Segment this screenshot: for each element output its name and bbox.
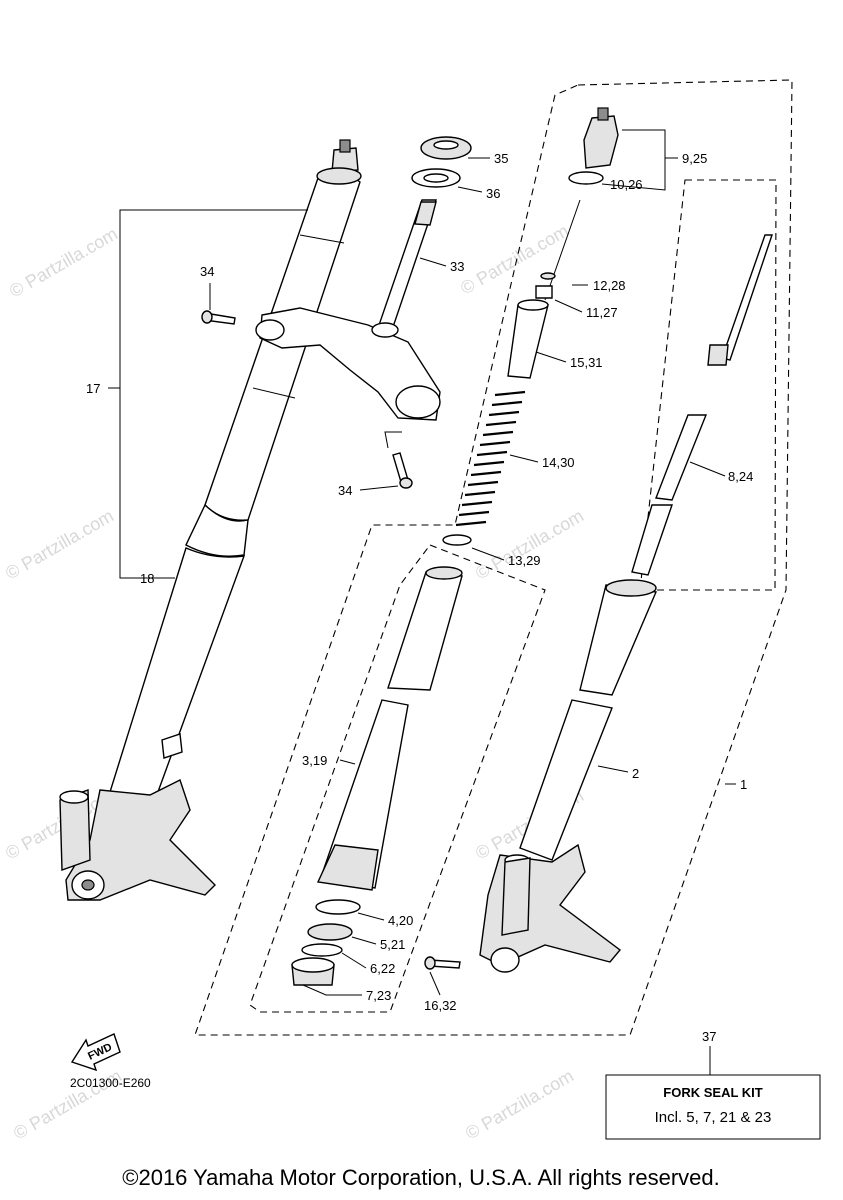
seal-5 [307,923,353,941]
clip-6 [301,943,343,957]
label-35: 35 [494,151,508,166]
washer-13 [442,534,472,546]
outline-damper-rod-group [639,179,777,591]
stem-threads [414,201,437,226]
outer-tube-lower [185,503,249,557]
label-34-upper: 34 [200,264,214,279]
label-4-20: 4,20 [388,913,413,928]
caliper-mount-top [59,790,89,804]
leader-lines [108,129,736,1075]
label-8-24: 8,24 [728,469,753,484]
inner-tube-upper-3 [387,571,463,691]
label-34-lower: 34 [338,483,352,498]
dust-seal-7-top [291,957,335,973]
outer-tube-2-mouth [605,579,657,597]
damper-rod-8 [721,234,773,361]
spring-14 [455,390,526,527]
watermark: © Partzilla.com [462,1065,577,1143]
fwd-arrow: FWD [70,1033,121,1072]
clamp-boss-left [255,319,285,341]
exploded-internals [291,107,773,986]
fork-seal-kit-box: FORK SEAL KIT Incl. 5, 7, 21 & 23 [605,1074,821,1140]
label-5-21: 5,21 [380,937,405,952]
label-9-25: 9,25 [682,151,707,166]
axle-bracket [65,779,216,901]
spacer-15 [507,304,549,379]
cap-bolt-9 [583,115,619,169]
washer-12 [540,272,556,280]
axle-boss-right [490,947,520,973]
stem-base-ring [371,322,399,338]
lower-clamp [259,307,441,421]
cap-bolt-9-top [597,107,609,121]
label-1: 1 [740,777,747,792]
rod-axis-line [544,199,581,301]
bearing-race [433,140,459,150]
label-16-32: 16,32 [424,998,457,1013]
damper-rod-collar [707,344,729,366]
lug-right [161,733,183,759]
adjuster-knob [339,139,351,153]
inner-tube-lower-3 [319,699,409,889]
steering-stem-assembly [201,136,472,489]
watermark: © Partzilla.com [472,505,587,583]
watermark: © Partzilla.com [457,220,572,298]
outer-tube-2-upper [579,584,658,696]
outline-inner-tube-group [249,544,546,1013]
damper-lower [631,504,673,576]
label-15-31: 15,31 [570,355,603,370]
label-11-27: 11,27 [586,305,618,320]
label-13-29: 13,29 [508,553,541,568]
kit-frame [605,1074,821,1140]
kit-title: FORK SEAL KIT [663,1085,762,1100]
bolt-34-lower-head [399,477,413,489]
outline-assembly-1 [194,79,793,1036]
label-3-19: 3,19 [302,753,327,768]
fwd-arrow-icon [70,1033,121,1072]
label-14-30: 14,30 [542,455,575,470]
label-2: 2 [632,766,639,781]
label-33: 33 [450,259,464,274]
tube-top-ring [316,167,362,185]
kit-contents: Incl. 5, 7, 21 & 23 [655,1109,772,1126]
inner-tube-mouth [425,566,463,580]
label-17: 17 [86,381,100,396]
copyright-line: ©2016 Yamaha Motor Corporation, U.S.A. A… [122,1165,719,1190]
watermark: © Partzilla.com [6,223,121,301]
label-7-23: 7,23 [366,988,391,1003]
part-labels: 35 36 33 34 34 17 18 9,25 10,26 12,28 11… [86,151,753,1044]
label-6-22: 6,22 [370,961,395,976]
inner-tube-bottom [316,844,379,891]
o-ring-10 [568,171,604,185]
axle-hole [81,879,95,891]
bolt-16-head [424,956,436,970]
bushing-4 [315,899,361,915]
label-12-28: 12,28 [593,278,626,293]
nut-11 [535,285,553,299]
group-outlines [194,79,793,1036]
slider-body [109,547,246,801]
damper-cartridge [655,414,708,501]
bolt-axis-line [384,431,402,449]
drawing-code: 2C01300-E260 [70,1076,151,1090]
clamp-boss-right [395,385,441,419]
caliper-mount-right [501,857,531,936]
seal-36-inner [423,173,449,183]
label-37: 37 [702,1029,716,1044]
outer-tube-2-lower [519,699,613,861]
label-10-26: 10,26 [610,177,643,192]
watermark: © Partzilla.com [2,505,117,583]
spacer-15-top [517,299,549,311]
label-36: 36 [486,186,500,201]
axle-bracket-right [479,843,622,966]
bolt-34-upper-head [201,310,213,324]
tube-bands [252,234,345,399]
label-18: 18 [140,571,154,586]
